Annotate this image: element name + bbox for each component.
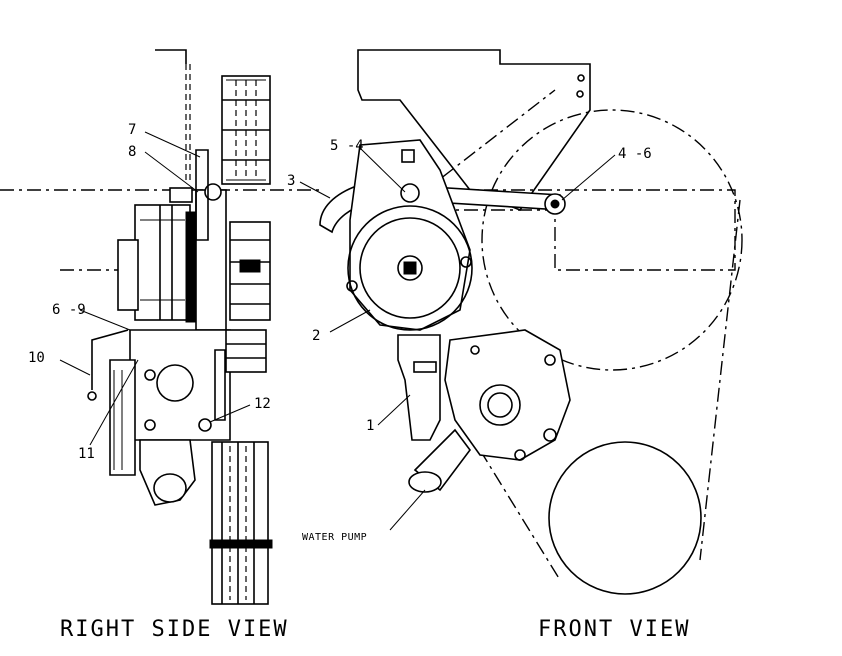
callout-5-4: 5 -4 <box>330 138 364 154</box>
water-pump-label: WATER PUMP <box>302 532 367 543</box>
front-view-drawing <box>319 49 743 595</box>
callout-11: 11 <box>78 446 95 462</box>
callout-7: 7 <box>128 122 136 138</box>
right-side-view-title: RIGHT SIDE VIEW <box>60 617 289 642</box>
callout-4-6: 4 -6 <box>618 146 652 162</box>
callout-2: 2 <box>312 328 320 344</box>
callout-12: 12 <box>254 396 271 412</box>
leader-lines <box>59 131 616 531</box>
callout-3: 3 <box>287 173 295 189</box>
front-view-title: FRONT VIEW <box>538 617 690 642</box>
callout-8: 8 <box>128 144 136 160</box>
callout-1: 1 <box>366 418 374 434</box>
callout-6-9: 6 -9 <box>52 302 86 318</box>
callout-10: 10 <box>28 350 45 366</box>
right-side-view-drawing <box>0 49 320 605</box>
